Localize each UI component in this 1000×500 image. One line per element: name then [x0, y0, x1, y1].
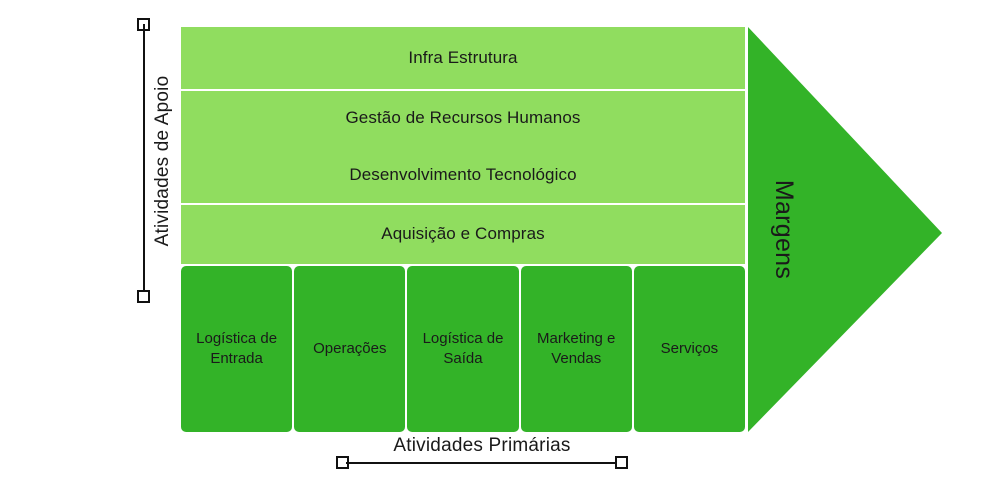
axis-line-horizontal — [346, 462, 618, 464]
primary-activity-label: Serviços — [660, 340, 719, 358]
margin-arrowhead[interactable] — [745, 27, 942, 432]
axis-endpoint-marker-right[interactable] — [615, 456, 628, 469]
primary-activity-box-marketing-sales[interactable]: Marketing e Vendas — [520, 266, 632, 432]
primary-activity-box-services[interactable]: Serviços — [633, 266, 746, 432]
support-activities-axis-label: Atividades de Apoio — [152, 75, 173, 247]
primary-activity-label: Marketing e Vendas — [537, 330, 616, 367]
primary-activity-label: Logística de Entrada — [196, 330, 278, 367]
support-activity-label: Aquisição e Compras — [381, 224, 545, 244]
primary-activity-label: Operações — [313, 340, 387, 358]
arrow-right-icon — [748, 27, 942, 432]
primary-activity-label: Logística de Saída — [422, 330, 504, 367]
support-activity-label: Gestão de Recursos Humanos — [345, 108, 581, 128]
support-activity-row-infrastructure[interactable]: Infra Estrutura — [181, 27, 745, 89]
support-activity-row-hr-and-technology[interactable]: Gestão de Recursos Humanos Desenvolvimen… — [181, 91, 745, 203]
primary-activity-box-operations[interactable]: Operações — [294, 266, 406, 432]
axis-endpoint-marker-bottom[interactable] — [137, 290, 150, 303]
support-activity-label: Desenvolvimento Tecnológico — [349, 165, 577, 184]
support-activities-axis: Atividades de Apoio — [130, 12, 173, 312]
primary-activity-box-outbound-logistics[interactable]: Logística de Saída — [407, 266, 519, 432]
support-activity-label: Infra Estrutura — [408, 47, 518, 67]
axis-line-vertical — [143, 24, 145, 302]
primary-activities-row: Logística de Entrada Operações Logística… — [181, 266, 746, 432]
support-activity-row-procurement[interactable]: Aquisição e Compras — [181, 205, 745, 264]
primary-activity-box-inbound-logistics[interactable]: Logística de Entrada — [181, 266, 293, 432]
primary-activities-axis-label: Atividades Primárias — [393, 435, 571, 456]
primary-activities-axis: Atividades Primárias — [336, 435, 628, 488]
